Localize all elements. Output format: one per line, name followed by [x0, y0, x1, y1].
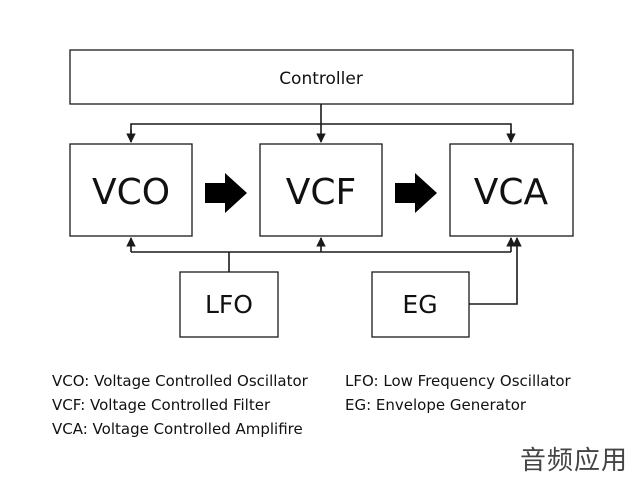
legend-left: VCO: Voltage Controlled Oscillator VCF: …: [52, 369, 308, 441]
lfo-label: LFO: [205, 290, 253, 319]
vcf-to-vca-arrow-icon: [395, 173, 437, 213]
controller-block: Controller: [69, 49, 574, 105]
legend-right: LFO: Low Frequency Oscillator EG: Envelo…: [345, 369, 571, 417]
controller-distribution-wires: [126, 104, 516, 143]
legend-item-eg: EG: Envelope Generator: [345, 396, 527, 414]
lfo-modulation-wires: [126, 237, 516, 272]
legend-item-vco: VCO: Voltage Controlled Oscillator: [52, 372, 308, 390]
vcf-block: VCF: [259, 143, 383, 237]
controller-label: Controller: [279, 69, 363, 89]
vca-block: VCA: [449, 143, 574, 237]
eg-to-vca-wire: [469, 237, 522, 305]
eg-block: EG: [371, 271, 470, 338]
lfo-block: LFO: [179, 271, 279, 338]
legend-item-vca: VCA: Voltage Controlled Amplifire: [52, 420, 303, 438]
vca-label: VCA: [474, 172, 549, 213]
legend-item-lfo: LFO: Low Frequency Oscillator: [345, 372, 571, 390]
vco-block: VCO: [69, 143, 193, 237]
legend-item-vcf: VCF: Voltage Controlled Filter: [52, 396, 271, 414]
watermark: 音频应用: [519, 446, 628, 476]
vco-to-vcf-arrow-icon: [205, 173, 247, 213]
vco-label: VCO: [92, 172, 170, 213]
vcf-label: VCF: [286, 172, 356, 213]
eg-label: EG: [402, 290, 437, 319]
